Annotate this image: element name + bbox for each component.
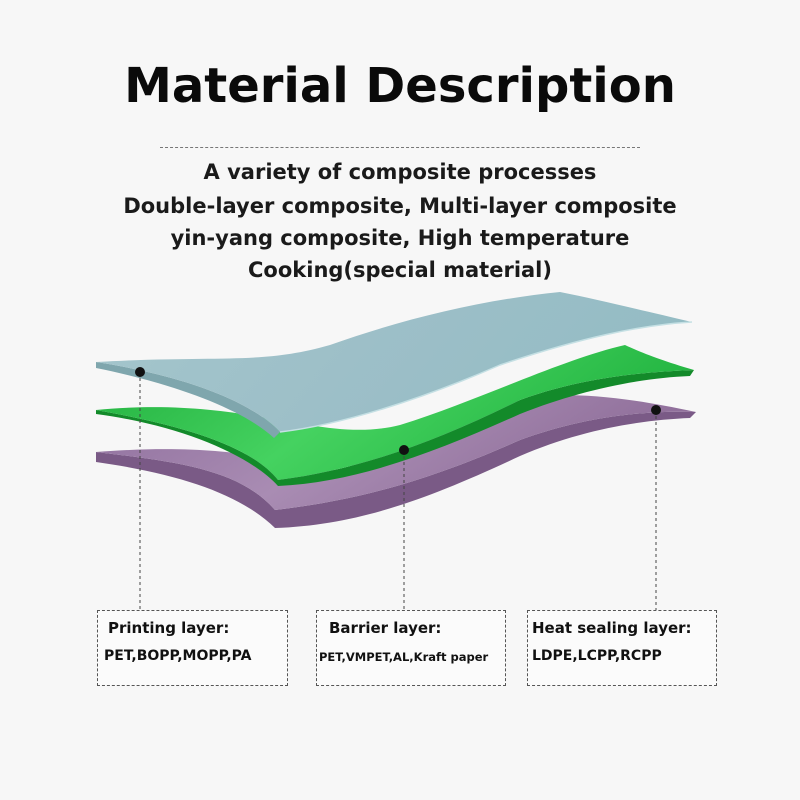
barrier-layer-box: Barrier layer: PET,VMPET,AL,Kraft paper (316, 610, 506, 686)
barrier-layer-sheet (96, 345, 694, 486)
barrier-marker-dot (399, 445, 409, 455)
subtitle-line-3: yin-yang composite, High temperature (170, 226, 630, 250)
subtitle-line-1: A variety of composite processes (203, 160, 597, 184)
subtitle-line-2: Double-layer composite, Multi-layer comp… (123, 194, 677, 218)
title-divider (160, 147, 640, 148)
page-title: Material Description (124, 58, 676, 114)
printing-layer-materials: PET,BOPP,MOPP,PA (104, 648, 252, 664)
subtitle-line-4: Cooking(special material) (248, 258, 552, 282)
heat-sealing-marker-dot (651, 405, 661, 415)
heat-sealing-layer-box: Heat sealing layer: LDPE,LCPP,RCPP (527, 610, 717, 686)
printing-layer-label: Printing layer: (108, 619, 230, 637)
barrier-layer-materials: PET,VMPET,AL,Kraft paper (319, 650, 489, 664)
printing-layer-box: Printing layer: PET,BOPP,MOPP,PA (97, 610, 288, 686)
heat-sealing-layer-label: Heat sealing layer: (532, 619, 692, 637)
barrier-layer-label: Barrier layer: (329, 619, 442, 637)
printing-layer-sheet (96, 292, 693, 438)
printing-marker-dot (135, 367, 145, 377)
heat-sealing-layer-materials: LDPE,LCPP,RCPP (532, 648, 662, 664)
